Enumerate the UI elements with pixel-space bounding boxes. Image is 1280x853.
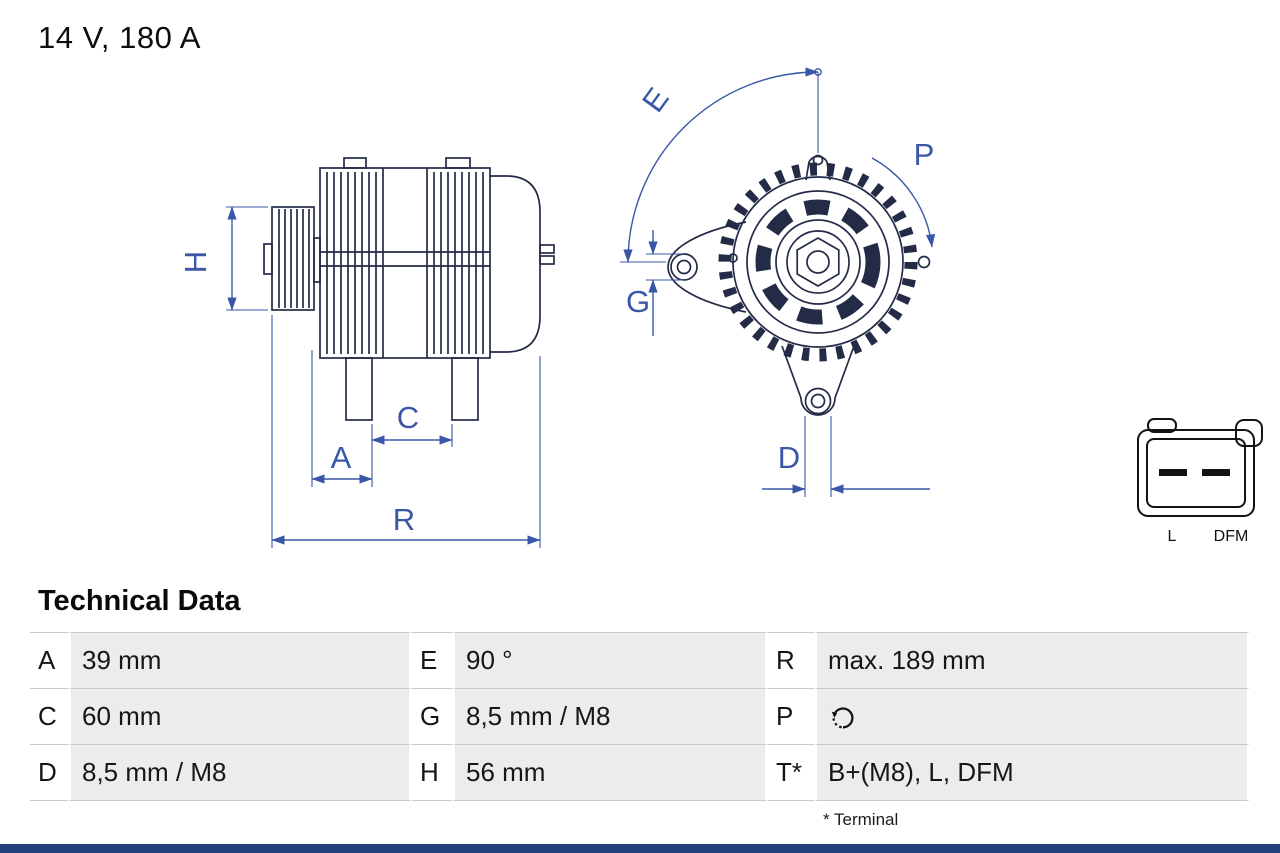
param-key-cell: E xyxy=(412,632,452,688)
param-key-cell: A xyxy=(30,632,68,688)
param-value-cell: 39 mm xyxy=(68,632,412,688)
dim-label-d: D xyxy=(778,440,800,475)
param-key-cell: H xyxy=(412,744,452,801)
param-value-cell: 56 mm xyxy=(452,744,768,801)
param-key-cell: P xyxy=(768,688,814,744)
terminal-footnote: * Terminal xyxy=(823,810,899,829)
alternator-front-view xyxy=(667,154,931,416)
param-value-cell: 8,5 mm / M8 xyxy=(452,688,768,744)
dim-label-h: H xyxy=(178,251,213,273)
alternator-side-view xyxy=(263,157,555,421)
technical-data-table: A 39 mm E 90 ° R max. 189 mm C 60 mm G 8… xyxy=(30,632,1250,801)
param-value-cell: B+(M8), L, DFM xyxy=(814,744,1250,801)
dim-label-p: P xyxy=(914,137,935,172)
param-key-cell: C xyxy=(30,688,68,744)
param-value-cell: 8,5 mm / M8 xyxy=(68,744,412,801)
dim-label-c: C xyxy=(397,400,419,435)
param-key-cell: D xyxy=(30,744,68,801)
connector-label-dfm: DFM xyxy=(1214,528,1249,545)
page-title: 14 V, 180 A xyxy=(38,20,201,55)
footer-bar xyxy=(0,844,1280,853)
param-value-cell: 90 ° xyxy=(452,632,768,688)
param-value-cell: max. 189 mm xyxy=(814,632,1250,688)
dim-label-r: R xyxy=(393,502,415,537)
technical-data-section: Technical Data A 39 mm E 90 ° R max. 189… xyxy=(30,585,1250,830)
param-key-cell: R xyxy=(768,632,814,688)
dim-label-g: G xyxy=(626,284,650,319)
dimension-annotations: H A C R E G D xyxy=(178,67,936,548)
technical-drawing: H A C R E G D xyxy=(178,67,1263,548)
param-value-cell xyxy=(814,688,1250,744)
param-key-cell: T* xyxy=(768,744,814,801)
section-heading: Technical Data xyxy=(38,585,241,617)
param-value-cell: 60 mm xyxy=(68,688,412,744)
connector-pins xyxy=(1159,469,1230,476)
dim-label-e: E xyxy=(635,81,675,118)
dim-label-a: A xyxy=(331,440,352,475)
param-key-cell: G xyxy=(412,688,452,744)
connector-label-l: L xyxy=(1168,528,1177,545)
rotation-direction-icon xyxy=(831,706,854,728)
connector-diagram xyxy=(1137,418,1263,517)
